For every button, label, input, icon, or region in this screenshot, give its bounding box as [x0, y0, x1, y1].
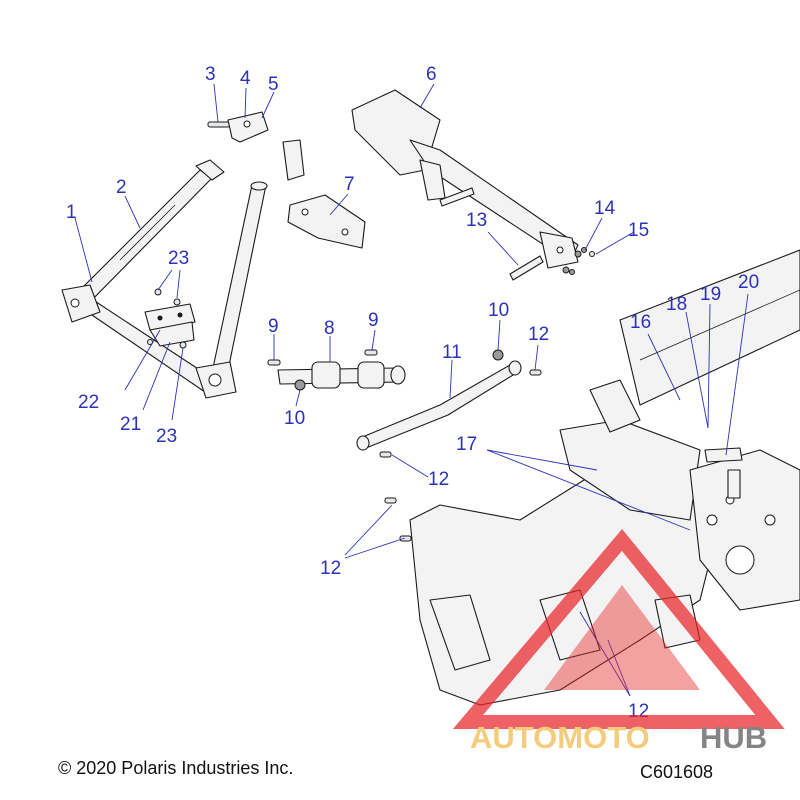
part-upper-frame-6 — [351, 89, 579, 269]
part-frame-tube-assembly — [61, 159, 268, 399]
copyright-text: © 2020 Polaris Industries Inc. — [58, 758, 294, 778]
callout-22: 22 — [78, 392, 99, 413]
callout-9-right: 9 — [368, 310, 379, 331]
watermark-brand-automoto: AUTOMOTO — [470, 720, 650, 755]
callout-21: 21 — [120, 414, 141, 435]
watermark-brand-hub: HUB — [700, 720, 767, 755]
leader-lines — [74, 83, 749, 697]
callout-5: 5 — [268, 74, 279, 95]
callout-4: 4 — [240, 68, 251, 89]
callout-23-lower: 23 — [156, 426, 177, 447]
part-curved-rod-11 — [356, 360, 542, 542]
callout-12-middle: 12 — [428, 469, 449, 490]
watermark-logo: AUTOMOTO HUB — [452, 529, 785, 755]
callout-20: 20 — [738, 272, 759, 293]
callout-2: 2 — [116, 177, 127, 198]
part-bracket-7 — [287, 194, 366, 249]
callout-14: 14 — [594, 198, 616, 219]
part-mount-plates — [144, 288, 196, 349]
callout-23-upper: 23 — [168, 248, 189, 269]
callout-15: 15 — [628, 220, 649, 241]
callout-13: 13 — [466, 210, 487, 231]
part-rod-13 — [439, 187, 595, 281]
callout-labels: 1 2 3 4 5 6 7 8 9 9 10 10 11 12 12 12 12… — [66, 64, 759, 722]
callout-1: 1 — [66, 202, 77, 223]
callout-9-left: 9 — [268, 316, 279, 337]
callout-8: 8 — [324, 318, 335, 339]
drawing-code: C601608 — [640, 762, 714, 782]
callout-6: 6 — [426, 64, 437, 85]
callout-10-lower: 10 — [284, 408, 305, 429]
callout-12-lower-left: 12 — [320, 558, 341, 579]
callout-3: 3 — [205, 64, 216, 85]
part-upper-clamp — [207, 111, 305, 181]
callout-11: 11 — [442, 342, 462, 363]
callout-10-upper: 10 — [488, 300, 509, 321]
callout-16: 16 — [630, 312, 651, 333]
callout-12-upper-right: 12 — [528, 324, 549, 345]
callout-19: 19 — [700, 284, 721, 305]
callout-18: 18 — [666, 294, 687, 315]
part-cross-tube-8 — [267, 349, 504, 391]
callout-7: 7 — [344, 174, 355, 195]
watermark-triangle-icon — [452, 529, 785, 729]
callout-17: 17 — [456, 434, 477, 455]
